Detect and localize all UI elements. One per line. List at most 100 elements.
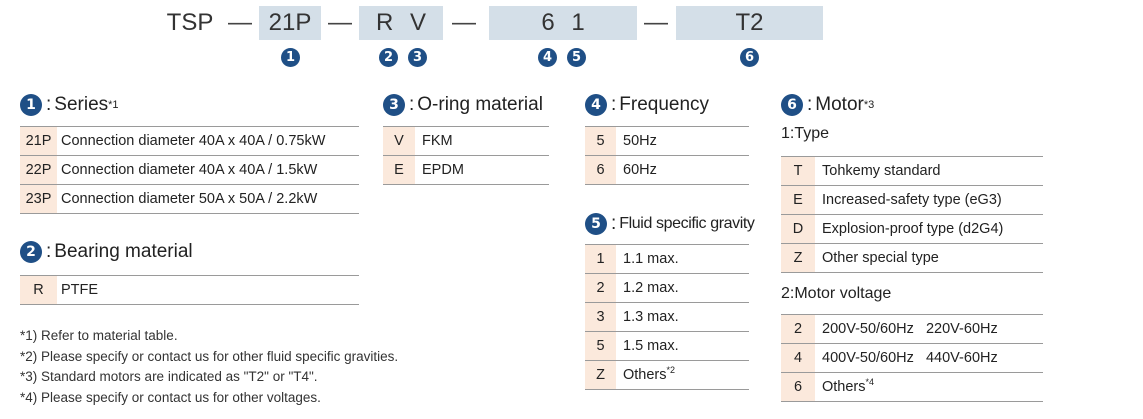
code-segment-motor <box>676 6 823 40</box>
fluid-title: Fluid specific gravity <box>619 215 755 232</box>
frequency-title: Frequency <box>619 94 710 115</box>
option-desc: Explosion-proof type (d2G4) <box>822 221 1004 237</box>
table-row: 6 60Hz <box>585 155 749 185</box>
oring-colon: : <box>409 94 415 115</box>
bearing-colon: : <box>46 241 52 262</box>
marker-5: 5 <box>567 48 586 67</box>
series-colon: : <box>46 94 52 115</box>
option-code: 3 <box>585 302 616 332</box>
code-segment-frequency-gravity <box>489 6 637 40</box>
option-desc: FKM <box>422 133 453 149</box>
code-dash: — <box>328 9 352 36</box>
code-segment-motor-text: T2 <box>735 9 764 36</box>
option-code: Z <box>781 243 815 273</box>
code-dash: — <box>452 9 476 36</box>
motor-colon: : <box>807 94 813 115</box>
option-desc: EPDM <box>422 162 464 178</box>
frequency-colon: : <box>611 94 617 115</box>
motor-title: Motor <box>815 94 864 115</box>
frequency-number: 4 <box>585 94 607 116</box>
code-segment-frequency-gravity-text: 6 1 <box>541 9 585 36</box>
option-code: 6 <box>585 155 616 185</box>
table-row: 2 1.2 max. <box>585 273 749 303</box>
option-code: 5 <box>585 126 616 156</box>
note-ref: *2 <box>666 365 676 376</box>
table-row: E EPDM <box>383 155 549 185</box>
table-row: D Explosion-proof type (d2G4) <box>781 214 1043 244</box>
option-code: 21P <box>20 126 57 156</box>
option-desc: Increased-safety type (eG3) <box>822 192 1002 208</box>
series-title: Series <box>54 94 109 115</box>
series-number: 1 <box>20 94 42 116</box>
option-code: 6 <box>781 372 815 402</box>
footnotes: *1) Refer to material table. *2) Please … <box>20 326 398 408</box>
option-desc: 400V-50/60Hz 440V-60Hz <box>822 350 998 366</box>
option-code: 4 <box>781 343 815 373</box>
option-code: T <box>781 156 815 186</box>
option-desc: 60Hz <box>623 162 657 178</box>
option-desc: 1.2 max. <box>623 280 679 296</box>
footnote-1: *1) Refer to material table. <box>20 328 178 343</box>
table-row: T Tohkemy standard <box>781 156 1043 186</box>
option-desc: Connection diameter 50A x 50A / 2.2kW <box>61 191 318 207</box>
option-desc: 1.5 max. <box>623 338 679 354</box>
oring-number: 3 <box>383 94 405 116</box>
option-desc: 1.3 max. <box>623 309 679 325</box>
oring-heading: 3 : O-ring material <box>383 93 543 117</box>
table-row: E Increased-safety type (eG3) <box>781 185 1043 215</box>
option-desc: Others*4 <box>815 373 1043 402</box>
option-code: Z <box>585 360 616 390</box>
fluid-heading: 5 : Fluid specific gravity <box>585 212 755 236</box>
motor-type-heading: 1:Type <box>781 125 830 142</box>
option-desc: 1.1 max. <box>623 251 679 267</box>
option-desc: Others*2 <box>616 361 749 390</box>
marker-6: 6 <box>740 48 759 67</box>
motor-voltage-heading: 2:Motor voltage <box>781 285 892 302</box>
fluid-number: 5 <box>585 213 607 235</box>
option-code: 2 <box>585 273 616 303</box>
option-code: D <box>781 214 815 244</box>
option-desc-text: Others <box>623 367 667 383</box>
option-code: E <box>781 185 815 215</box>
oring-title: O-ring material <box>417 94 543 115</box>
motor-type-table: T Tohkemy standard E Increased-safety type… <box>781 156 1043 273</box>
option-code: 5 <box>585 331 616 361</box>
option-desc: Connection diameter 40A x 40A / 1.5kW <box>61 162 318 178</box>
bearing-heading: 2 : Bearing material <box>20 240 193 264</box>
table-row: 1 1.1 max. <box>585 244 749 274</box>
option-desc: Tohkemy standard <box>822 163 941 179</box>
option-code: E <box>383 155 415 185</box>
option-desc: Other special type <box>822 250 939 266</box>
table-row: Z Other special type <box>781 243 1043 273</box>
bearing-number: 2 <box>20 241 42 263</box>
frequency-heading: 4 : Frequency <box>585 93 709 117</box>
code-segment-materials <box>359 6 443 40</box>
footnote-2: *2) Please specify or contact us for oth… <box>20 348 399 364</box>
note-ref: *4 <box>865 377 875 388</box>
table-row: 3 1.3 max. <box>585 302 749 332</box>
footnote-4: *4) Please specify or contact us for oth… <box>20 389 321 405</box>
footnote-3: *3) Standard motors are indicated as "T2… <box>20 369 318 384</box>
fluid-colon: : <box>611 213 617 234</box>
model-prefix: TSP <box>166 9 214 36</box>
motor-number: 6 <box>781 94 803 116</box>
option-code: R <box>20 275 57 305</box>
marker-3: 3 <box>408 48 427 67</box>
table-row: 5 1.5 max. <box>585 331 749 361</box>
option-code: 1 <box>585 244 616 274</box>
option-desc: Connection diameter 40A x 40A / 0.75kW <box>61 133 326 149</box>
motor-heading: 6 : Motor*3 <box>781 93 874 117</box>
